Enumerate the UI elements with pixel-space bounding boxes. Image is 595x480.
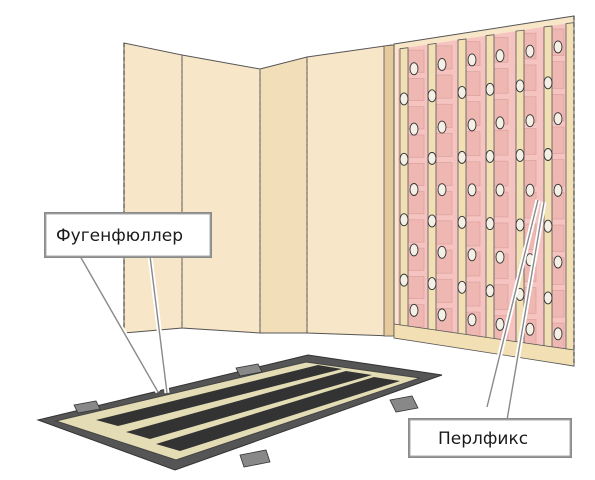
adhesive-blob-icon [525, 44, 535, 58]
adhesive-blob-icon [485, 284, 495, 298]
joint-filler-label: Фугенфюллер [56, 226, 183, 246]
adhesive-blob-icon [515, 79, 525, 93]
adhesive-blob-icon [437, 245, 447, 259]
stud [565, 22, 575, 359]
adhesive-blob-icon [457, 85, 467, 99]
adhesive-blob-icon [409, 183, 419, 196]
stud [427, 43, 437, 337]
callout-perlfix: Перлфикс [408, 418, 572, 458]
board-pallet [36, 354, 443, 471]
adhesive-blob-icon [409, 243, 419, 257]
adhesive-blob-icon [495, 317, 505, 331]
adhesive-blob-icon [437, 58, 447, 71]
adhesive-blob-icon [525, 114, 535, 128]
right-wall-panel-1 [259, 56, 308, 334]
perlfix-label: Перлфикс [438, 429, 528, 449]
adhesive-blob-icon [553, 40, 563, 54]
stud [543, 25, 553, 356]
adhesive-blob-icon [467, 183, 477, 197]
adhesive-blob-icon [457, 280, 467, 294]
adhesive-blob-icon [467, 313, 477, 327]
adhesive-blob-icon [437, 183, 447, 197]
adhesive-blob-icon [399, 273, 409, 287]
adhesive-blob-icon [409, 122, 419, 136]
callout-joint-filler: Фугенфюллер [44, 212, 212, 258]
framed-wall-section [393, 15, 575, 367]
stud [485, 34, 495, 346]
adhesive-blob-icon [525, 322, 535, 336]
stud [515, 29, 525, 351]
adhesive-blob-icon [409, 62, 419, 76]
adhesive-blob-icon [543, 76, 553, 90]
adhesive-blob-icon [553, 255, 563, 269]
adhesive-blob-icon [467, 248, 477, 262]
adhesive-blob-icon [399, 92, 409, 106]
adhesive-blob-icon [495, 183, 505, 197]
adhesive-blob-icon [495, 116, 505, 130]
adhesive-blob-icon [543, 219, 553, 233]
adhesive-blob-icon [427, 277, 437, 291]
stud [457, 38, 467, 342]
adhesive-blob-icon [399, 152, 409, 166]
adhesive-blob-icon [427, 214, 437, 228]
adhesive-blob-icon [409, 303, 419, 317]
adhesive-blob-icon [427, 89, 437, 103]
adhesive-blob-icon [553, 327, 563, 341]
frame-studs [399, 22, 575, 359]
right-wall-panel-2 [306, 44, 393, 337]
adhesive-blob-icon [485, 217, 495, 231]
adhesive-blob-icon [437, 120, 447, 134]
frame-bottom-rail [393, 323, 575, 367]
adhesive-blob-icon [495, 49, 505, 63]
right-wall [259, 44, 395, 337]
adhesive-blob-icon [457, 150, 467, 164]
adhesive-blob-icon [457, 215, 467, 229]
left-wall-panel-2 [181, 54, 261, 334]
board-edge-strip [383, 44, 395, 337]
adhesive-blob-icon [515, 148, 525, 162]
adhesive-blob-icon [543, 291, 553, 305]
adhesive-blob-icon [485, 82, 495, 96]
adhesive-blob-icon [427, 151, 437, 165]
adhesive-blob-icon [543, 148, 553, 161]
adhesive-blobs [399, 40, 563, 341]
adhesive-blob-icon [553, 183, 563, 197]
adhesive-blob-icon [525, 183, 535, 197]
adhesive-blob-icon [485, 149, 495, 163]
left-wall [123, 42, 261, 334]
adhesive-blob-icon [399, 213, 409, 227]
adhesive-blob-icon [467, 53, 477, 67]
joint-filler-strips [96, 365, 400, 451]
adhesive-blob-icon [437, 308, 447, 322]
callout-leaders [77, 199, 547, 421]
adhesive-blob-icon [467, 118, 477, 132]
adhesive-blob-icon [553, 112, 563, 126]
pallet-feet [73, 363, 419, 468]
adhesive-blob-icon [515, 218, 525, 232]
stud [399, 47, 409, 332]
adhesive-blob-icon [495, 250, 505, 264]
